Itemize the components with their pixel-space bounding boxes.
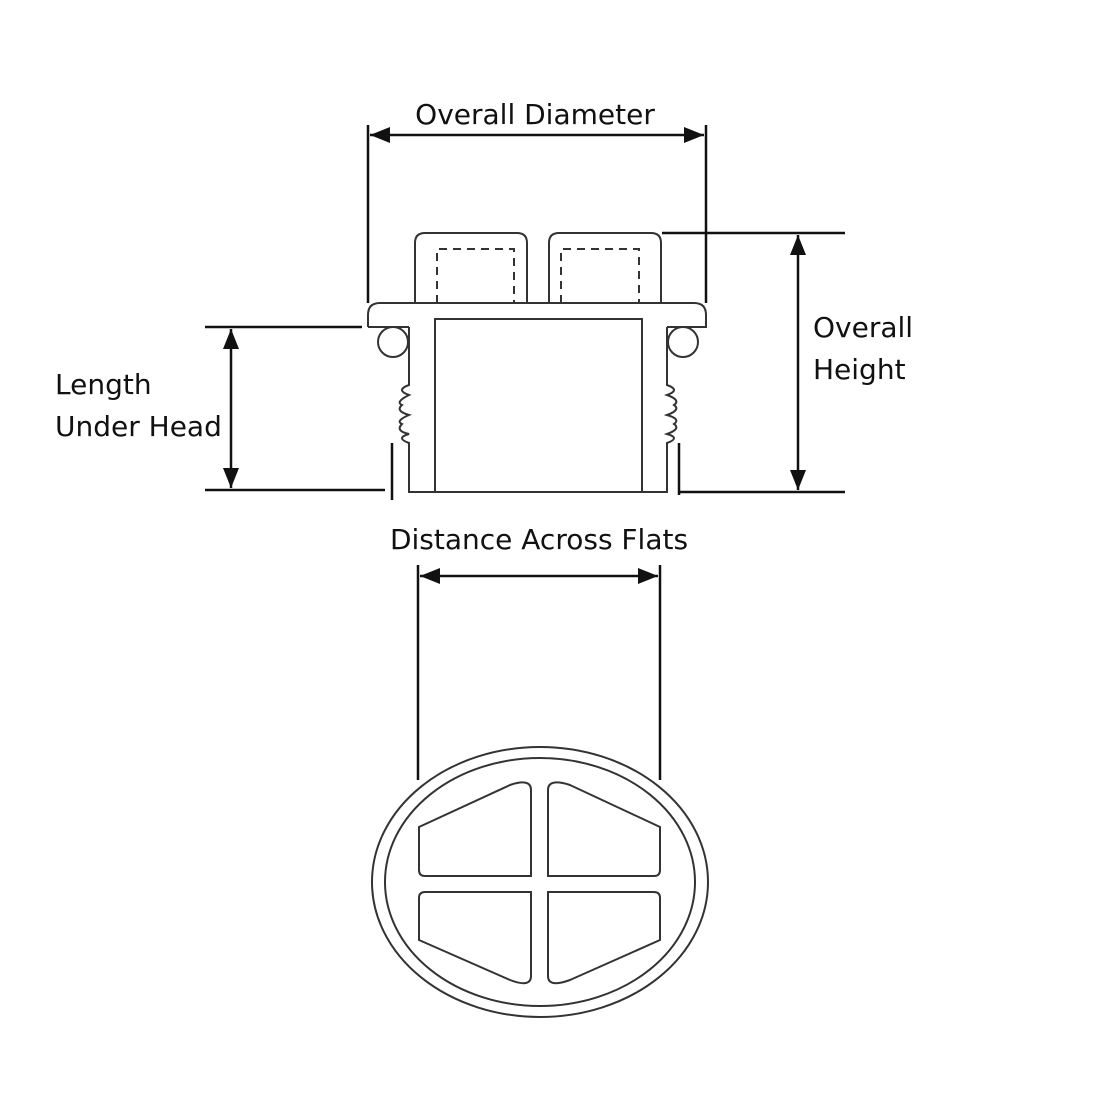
- head-flange: [367, 302, 707, 328]
- window-bottom-right: [547, 891, 661, 985]
- window-top-left: [418, 781, 532, 877]
- threaded-body: [398, 327, 678, 493]
- inner-rim: [384, 757, 696, 1007]
- overall-height-dimension: [662, 231, 845, 494]
- distance-across-flats-label: Distance Across Flats: [389, 523, 689, 556]
- plug-side-view: [367, 232, 707, 493]
- left-tab: [414, 232, 528, 303]
- overall-height-label-line2: Height: [813, 353, 906, 386]
- overall-diameter-dimension: [366, 125, 708, 303]
- outer-rim: [371, 746, 709, 1018]
- window-top-right: [547, 781, 661, 877]
- length-under-head-label-line1: Length: [55, 368, 152, 401]
- overall-diameter-label: Overall Diameter: [415, 98, 655, 131]
- right-o-ring: [667, 326, 699, 358]
- length-under-head-label-line2: Under Head: [55, 410, 222, 443]
- right-tab: [548, 232, 662, 303]
- distance-across-flats-dimension: [416, 565, 662, 780]
- window-bottom-left: [418, 891, 532, 985]
- left-o-ring: [377, 326, 409, 358]
- overall-height-label-line1: Overall: [813, 311, 914, 344]
- inner-cavity: [434, 318, 643, 493]
- plug-top-view: [371, 746, 709, 1018]
- length-under-head-dimension: [205, 325, 681, 500]
